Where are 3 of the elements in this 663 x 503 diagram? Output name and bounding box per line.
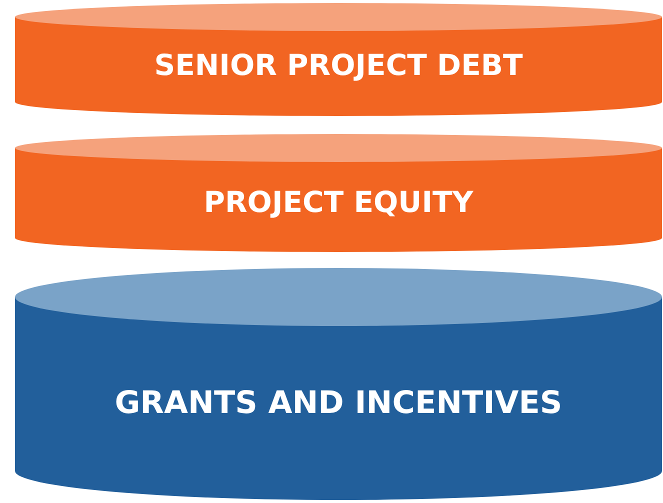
layer-label: PROJECT EQUITY xyxy=(204,184,474,219)
layer-label: SENIOR PROJECT DEBT xyxy=(154,48,523,82)
layer-label: GRANTS AND INCENTIVES xyxy=(114,385,562,422)
